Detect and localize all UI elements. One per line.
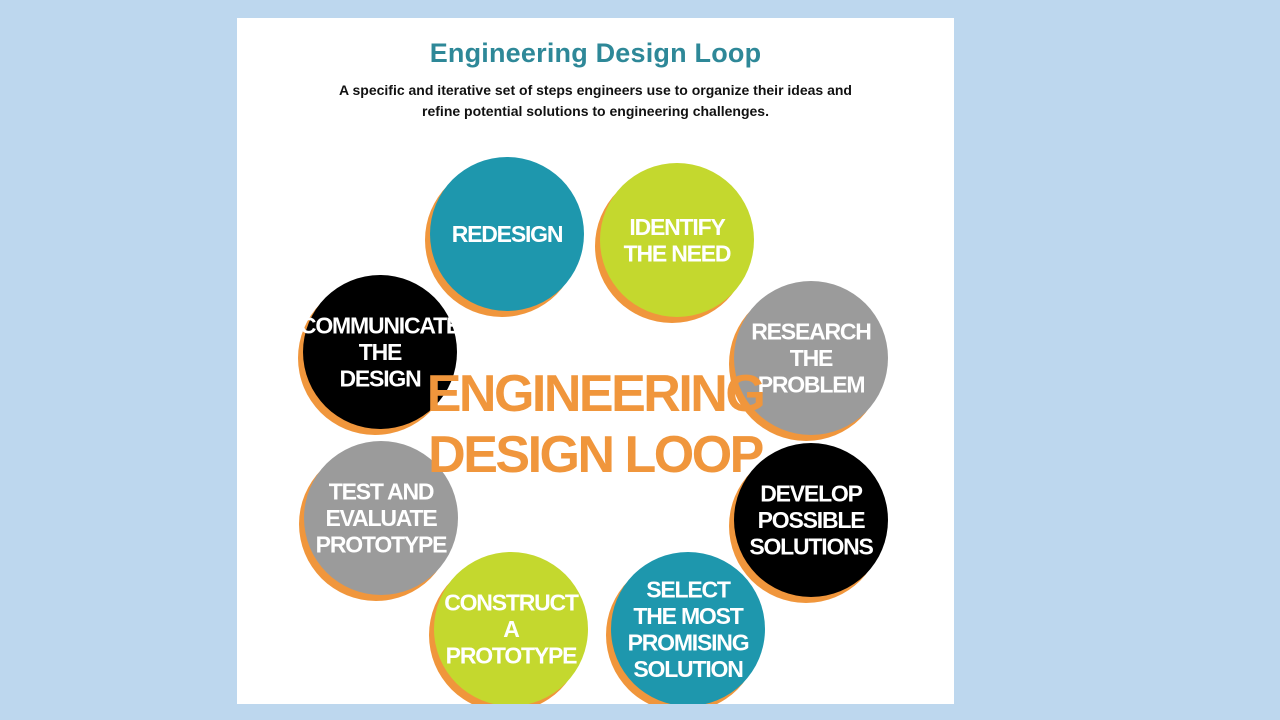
step-label-line: SOLUTION [633,656,743,682]
step-circle [611,552,765,704]
step-label-line: PROTOTYPE [316,532,447,558]
step-label-line: THE [790,345,833,371]
step-circle [600,163,754,317]
step-label-line: THE MOST [633,603,743,629]
step-circle [734,443,888,597]
step-label-line: PROMISING [628,629,749,655]
step-label-line: REDESIGN [452,221,563,247]
step-label-line: COMMUNICATE [300,313,461,339]
step-circle [303,275,457,429]
subtitle-line-2: refine potential solutions to engineerin… [422,103,769,119]
step-label-line: SELECT [646,576,731,602]
step-label-line: RESEARCH [751,319,871,345]
step-label-line: CONSTRUCT [444,590,579,616]
center-label-line-2: DESIGN LOOP [428,426,762,484]
subtitle-line-1: A specific and iterative set of steps en… [339,82,852,98]
step-label-line: SOLUTIONS [749,534,873,560]
step-circle [434,552,588,704]
step-label-line: TEST AND [329,479,434,505]
step-circle [734,281,888,435]
step-label-line: THE [359,339,402,365]
step-label-line: EVALUATE [326,505,438,531]
page-title: Engineering Design Loop [429,38,762,68]
step-label-line: PROTOTYPE [446,643,577,669]
step-label-line: A [503,616,519,642]
step-label-line: THE NEED [624,240,731,266]
center-label-line-1: ENGINEERING [427,365,764,423]
slide-canvas: Engineering Design Loop A specific and i… [237,18,954,704]
step-label-line: DESIGN [340,366,422,392]
step-circle [430,157,584,311]
step-label-line: POSSIBLE [758,507,866,533]
step-circle [304,441,458,595]
step-node-redesign: REDESIGN [425,157,584,317]
step-label-line: IDENTIFY [629,214,725,240]
step-label-line: DEVELOP [760,481,862,507]
step-label-line: PROBLEM [758,372,865,398]
